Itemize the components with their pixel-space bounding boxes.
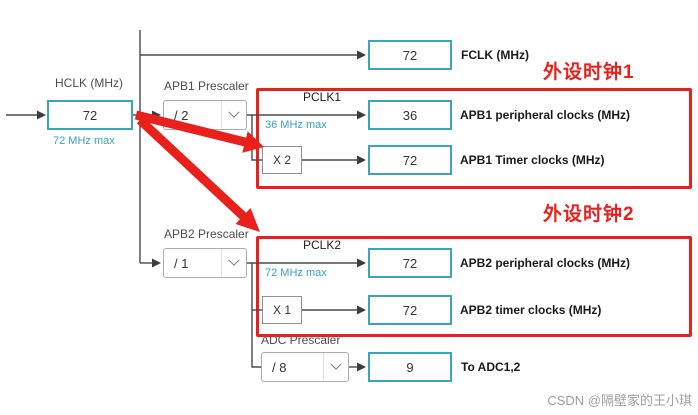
apb1-peripheral-label: APB1 peripheral clocks (MHz) — [460, 108, 631, 122]
apb2-prescaler-dropdown[interactable]: / 1 — [163, 248, 247, 278]
chevron-down-icon — [221, 101, 246, 129]
hclk-value-field[interactable]: 72 — [47, 100, 133, 130]
apb2-peripheral-label: APB2 peripheral clocks (MHz) — [460, 256, 631, 270]
fclk-label: FCLK (MHz) — [461, 48, 529, 62]
adc-prescaler-value: / 8 — [272, 359, 287, 375]
pclk2-label: PCLK2 — [303, 238, 342, 252]
pclk1-label: PCLK1 — [303, 90, 342, 104]
apb2-timer-label: APB2 timer clocks (MHz) — [460, 303, 602, 317]
adc-value-box: 9 — [368, 352, 452, 382]
callout-peripheral-clock-2: 外设时钟2 — [543, 204, 635, 225]
apb2-max-note: 72 MHz max — [265, 267, 327, 279]
apb2-peripheral-value-box: 72 — [368, 248, 452, 278]
chevron-down-icon — [221, 249, 246, 277]
fclk-value-box: 72 — [368, 40, 452, 70]
apb1-timer-label: APB1 Timer clocks (MHz) — [460, 153, 605, 167]
apb1-timer-value-box: 72 — [368, 145, 452, 175]
apb1-timer-multiplier-box: X 2 — [262, 146, 302, 174]
hclk-label: HCLK (MHz) — [55, 76, 123, 90]
hclk-max-note: 72 MHz max — [53, 135, 115, 147]
apb2-prescaler-label: APB2 Prescaler — [164, 227, 249, 241]
apb1-prescaler-label: APB1 Prescaler — [164, 79, 249, 93]
apb2-timer-value-box: 72 — [368, 295, 452, 325]
apb2-prescaler-value: / 1 — [174, 255, 189, 271]
chevron-down-icon — [323, 353, 348, 381]
to-adc-label: To ADC1,2 — [461, 360, 521, 374]
apb2-timer-multiplier-box: X 1 — [262, 296, 302, 324]
apb1-prescaler-value: / 2 — [174, 107, 189, 123]
apb1-prescaler-dropdown[interactable]: / 2 — [163, 100, 247, 130]
adc-prescaler-dropdown[interactable]: / 8 — [261, 352, 349, 382]
apb1-max-note: 36 MHz max — [265, 119, 327, 131]
watermark: CSDN @隔壁家的王小琪 — [547, 393, 692, 408]
callout-peripheral-clock-1: 外设时钟1 — [543, 62, 635, 83]
adc-prescaler-label: ADC Prescaler — [261, 333, 341, 347]
apb1-peripheral-value-box: 36 — [368, 100, 452, 130]
